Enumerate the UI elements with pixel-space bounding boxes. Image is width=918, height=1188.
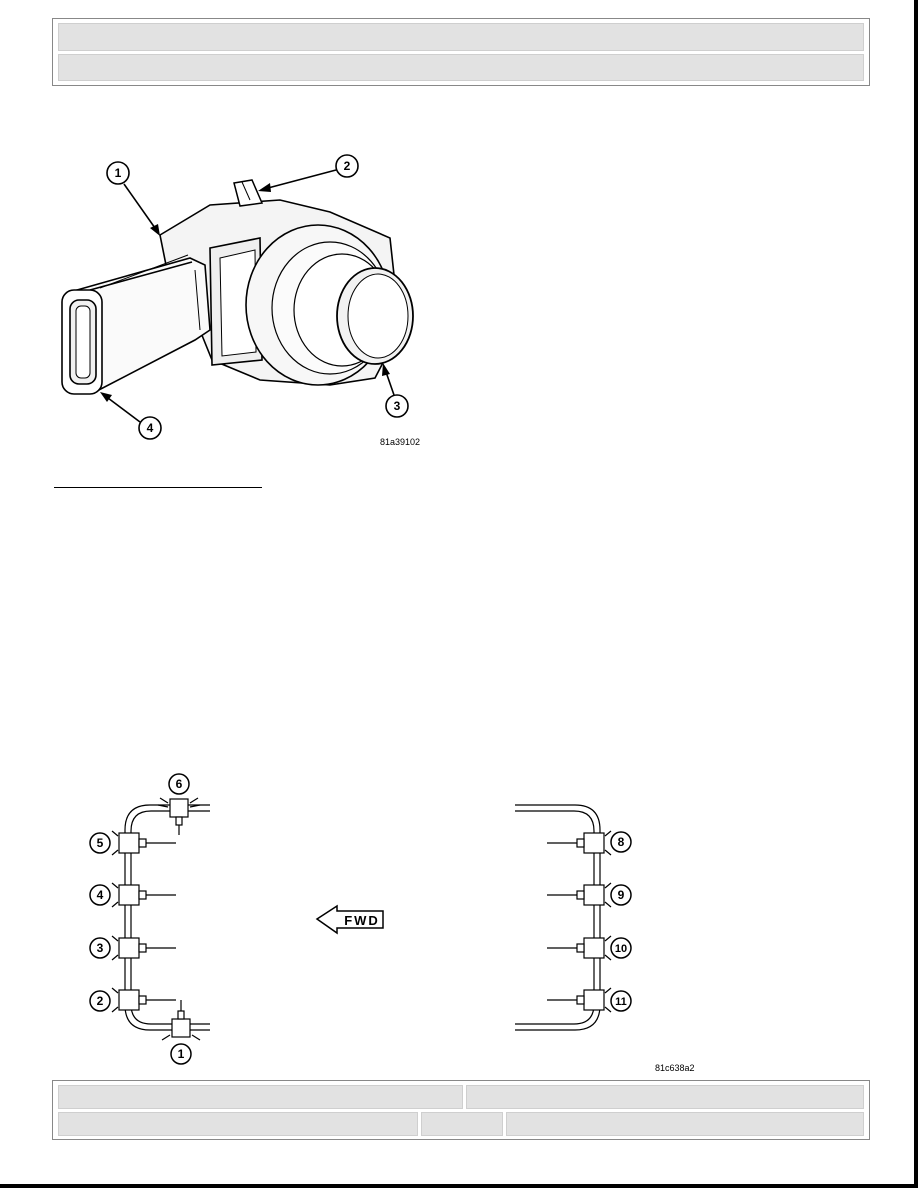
forward-arrow-icon: FWD xyxy=(315,904,384,935)
housing-icon xyxy=(69,199,401,393)
callout-3-label: 3 xyxy=(394,399,401,413)
sensor-8: 8 xyxy=(547,830,632,856)
sensor-6: 6 xyxy=(157,773,201,835)
locating-tab-icon xyxy=(233,179,264,207)
sensor-2-label: 2 xyxy=(97,994,104,1008)
fwd-label: FWD xyxy=(344,913,380,928)
callout-2: 2 xyxy=(258,154,359,192)
sensor-10-label: 10 xyxy=(615,943,627,955)
page-header xyxy=(52,18,870,86)
footer-cell-right-bottom xyxy=(506,1112,864,1136)
sensor-4: 4 xyxy=(89,882,176,908)
footer-cell-right-top xyxy=(466,1085,864,1109)
header-bar-bottom xyxy=(58,54,864,81)
sensor-2: 2 xyxy=(89,987,176,1013)
sensor-9-label: 9 xyxy=(618,888,625,902)
page-footer xyxy=(52,1080,870,1140)
callout-2-label: 2 xyxy=(344,159,351,173)
sensor-1: 1 xyxy=(161,1000,201,1065)
sensor-11-label: 11 xyxy=(615,996,627,1008)
figure-2-caption: 81c638a2 xyxy=(655,1063,695,1073)
sensor-8-label: 8 xyxy=(618,835,625,849)
header-bar-top xyxy=(58,23,864,51)
sensor-5: 5 xyxy=(89,830,176,856)
footer-cell-left-bottom xyxy=(58,1112,418,1136)
figure-1-caption: 81a39102 xyxy=(380,437,421,447)
sensor-6-label: 6 xyxy=(176,777,183,791)
front-bumper-outline xyxy=(124,804,210,1031)
callout-4-label: 4 xyxy=(147,421,154,435)
sensor-11: 11 xyxy=(547,987,632,1013)
footer-cell-left-top xyxy=(58,1085,463,1109)
callout-1: 1 xyxy=(106,161,160,236)
sensor-face-icon xyxy=(336,267,414,365)
sensor-3: 3 xyxy=(89,935,176,961)
connector-icon xyxy=(61,289,103,395)
callout-1-label: 1 xyxy=(115,166,122,180)
sensor-9: 9 xyxy=(547,882,632,908)
sensor-4-label: 4 xyxy=(97,888,104,902)
sensor-10: 10 xyxy=(547,935,632,961)
sensor-1-label: 1 xyxy=(178,1047,185,1061)
sensor-5-label: 5 xyxy=(97,836,104,850)
footer-cell-middle-bottom xyxy=(421,1112,503,1136)
callout-4: 4 xyxy=(100,392,162,440)
rear-bumper-outline xyxy=(515,804,601,1031)
callout-3: 3 xyxy=(382,363,409,418)
section-heading-rule xyxy=(54,487,262,488)
sensor-3-label: 3 xyxy=(97,941,104,955)
